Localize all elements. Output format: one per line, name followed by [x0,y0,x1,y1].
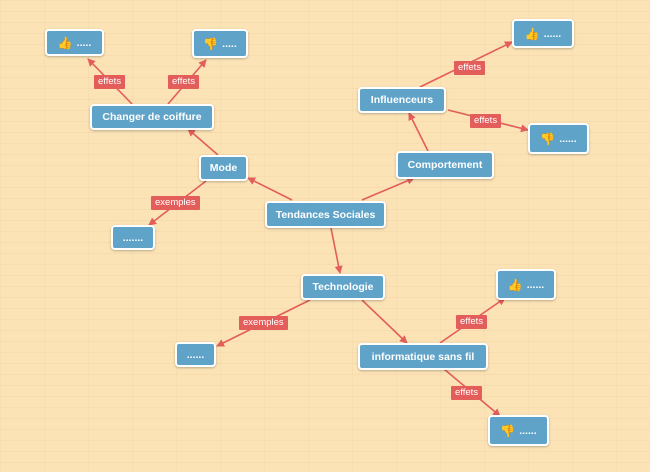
link-comportement-influenceurs [408,112,429,152]
node-technologie-example[interactable]: ...... [175,342,216,367]
node-label: Technologie [312,281,374,293]
edge-label-sansfil-neg: effets [451,386,483,400]
link-mode-coiffure [187,128,219,156]
node-sansfil-negative[interactable]: 👎 ...... [488,415,549,446]
node-label: informatique sans fil [371,350,475,363]
thumbs-down-icon: 👎 [500,423,516,438]
node-mode-example[interactable]: ....... [111,225,155,250]
node-coiffure-positive[interactable]: 👍 ..... [45,29,104,56]
thumbs-down-icon: 👎 [540,131,556,146]
node-label: Tendances Sociales [275,208,376,221]
node-label: ..... [222,37,237,50]
node-label: ...... [186,348,205,361]
node-label: ..... [76,36,92,49]
edge-label-technologie-example: exemples [239,316,288,330]
node-mode[interactable]: Mode [199,155,248,181]
link-center-comportement [361,177,415,201]
node-comportement[interactable]: Comportement [396,151,494,179]
node-influenceurs-positive[interactable]: 👍 ...... [512,19,574,48]
node-sansfil-positive[interactable]: 👍 ...... [496,269,556,300]
node-label: ...... [559,132,577,145]
node-influenceurs[interactable]: Influenceurs [358,87,446,113]
node-label: ...... [543,27,562,40]
edge-label-mode-example: exemples [151,196,200,210]
thumbs-up-icon: 👍 [524,26,540,41]
edge-label-influenceurs-pos: effets [454,61,486,75]
node-label: ...... [526,278,545,291]
link-technologie-sansfil [361,299,408,344]
node-label: Comportement [407,159,483,171]
edge-label-influenceurs-neg: effets [470,114,502,128]
node-changer-de-coiffure[interactable]: Changer de coiffure [90,104,214,130]
thumbs-up-icon: 👍 [57,35,73,50]
node-tendances-sociales[interactable]: Tendances Sociales [265,201,386,228]
node-label: ...... [519,424,537,437]
link-center-technologie [330,227,343,274]
node-technologie[interactable]: Technologie [301,274,385,300]
edge-label-sansfil-pos: effets [456,315,488,329]
node-coiffure-negative[interactable]: 👎 ..... [192,29,248,58]
node-label: ....... [122,231,144,244]
node-label: Changer de coiffure [102,111,202,123]
thumbs-down-icon: 👎 [203,36,219,51]
link-center-mode [247,177,293,201]
edge-label-coiffure-neg: effets [168,75,200,89]
edge-label-coiffure-pos: effets [94,75,126,89]
node-influenceurs-negative[interactable]: 👎 ...... [528,123,589,154]
node-label: Influenceurs [370,94,434,106]
node-label: Mode [209,162,238,174]
node-informatique-sans-fil[interactable]: informatique sans fil [358,343,488,370]
thumbs-up-icon: 👍 [507,277,523,292]
